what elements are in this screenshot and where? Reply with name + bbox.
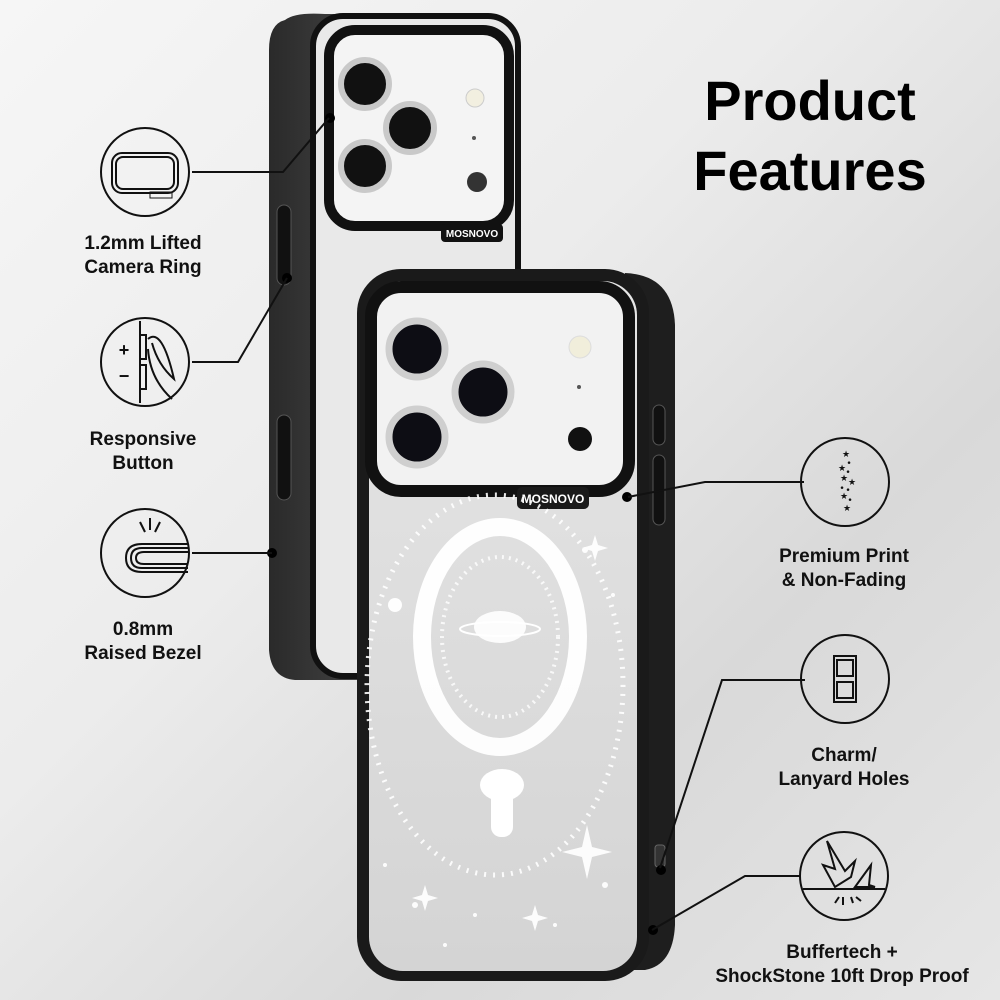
svg-text:•: • [845, 486, 850, 496]
svg-text:•: • [839, 484, 844, 494]
svg-text:+: + [119, 340, 130, 360]
raised-bezel-icon [100, 508, 190, 598]
feature-label-print: Premium Print & Non-Fading [779, 546, 909, 591]
title-line-2: Features [693, 139, 927, 202]
svg-text:★: ★ [848, 478, 856, 488]
svg-text:−: − [119, 366, 130, 386]
svg-text:•: • [847, 496, 852, 506]
svg-text:•: • [845, 468, 850, 478]
back-brand-logo: MOSNOVO [446, 229, 498, 240]
svg-text:★: ★ [840, 492, 848, 502]
svg-text:★: ★ [840, 474, 848, 484]
svg-text:★: ★ [842, 450, 850, 460]
feature-label-bezel: 0.8mm Raised Bezel [84, 619, 202, 664]
stars-print-icon: ★•★ •★★ ••★ •★ [800, 437, 890, 527]
svg-text:•: • [846, 459, 851, 469]
svg-text:★: ★ [843, 504, 851, 514]
camera-ring-icon [100, 127, 190, 217]
title-line-1: Product [704, 69, 916, 132]
shock-impact-icon [799, 831, 889, 921]
lanyard-hole-icon [800, 634, 890, 724]
feature-label-camera-ring: 1.2mm Lifted Camera Ring [84, 233, 202, 278]
feature-label-button: Responsive Button [89, 429, 197, 474]
svg-text:★: ★ [838, 464, 846, 474]
feature-label-drop: Buffertech + ShockStone 10ft Drop Proof [715, 942, 969, 987]
front-brand-logo: MOSNOVO [522, 492, 585, 506]
page-title: Product Features [660, 66, 960, 206]
volume-button-icon: + − [100, 317, 190, 407]
feature-label-holes: Charm/ Lanyard Holes [778, 745, 910, 790]
phone-case-front: MOSNOVO [357, 269, 675, 981]
